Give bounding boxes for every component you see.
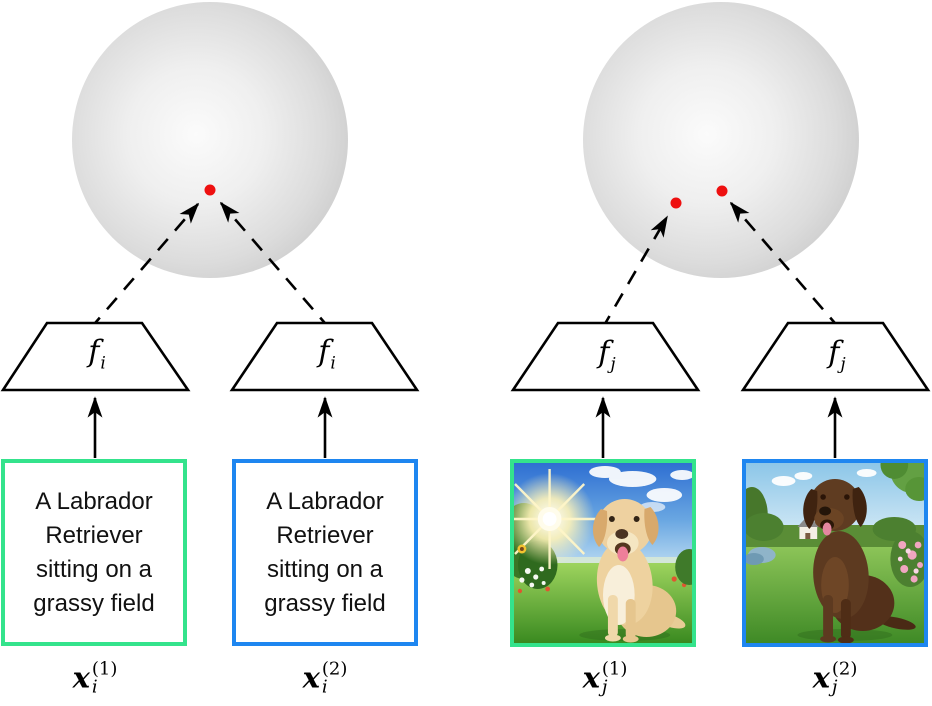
embedding-point-left [204,184,216,196]
yellow-labrador-figure [592,499,686,643]
x-label-base: x [302,661,320,695]
image-input-box-2 [742,459,928,647]
embedding-sphere-right [583,2,859,278]
dashed-arrow-right-1 [600,215,669,330]
encoder-label-base: f [598,335,610,371]
input-label-xi2: x (2) i [303,660,348,697]
prompt-text: A Labrador Retriever sitting on a grassy… [264,487,386,617]
encoder-label-base: f [318,334,330,370]
x-label-sub: i [91,677,98,698]
x-label-base: x [582,661,600,695]
x-label-sup: (2) [831,658,858,680]
encoder-label-sub: j [840,354,846,375]
encoder-label-sub: j [610,354,616,375]
x-label-scripts: (1) i [91,658,118,698]
chocolate-labrador-photo [746,463,924,643]
x-label-sup: (2) [321,658,348,680]
dashed-arrow-left-1 [89,202,200,330]
encoder-trapezoid-text-1 [0,321,191,392]
text-input-box-1: A Labrador Retriever sitting on a grassy… [1,459,187,646]
x-label-sub: j [831,677,838,698]
x-label-base: x [72,661,90,695]
prompt-text: A Labrador Retriever sitting on a grassy… [33,487,155,617]
encoder-label-sub: i [100,353,106,374]
embedding-point-right-1 [670,197,682,209]
dashed-arrow-left-2 [219,201,331,330]
x-label-sub: i [321,677,328,698]
embedding-sphere-left [72,2,348,278]
chocolate-labrador-figure [803,479,916,643]
embedding-point-right-2 [716,185,728,197]
encoder-trapezoid-text-2 [229,321,420,392]
x-label-sup: (1) [601,658,628,680]
encoder-trapezoids [0,321,931,392]
encoder-label-fi-1: fi [88,335,106,374]
text-input-box-2: A Labrador Retriever sitting on a grassy… [232,459,418,646]
encoder-label-sub: i [330,353,336,374]
input-arrows [87,396,843,458]
x-label-sub: j [601,677,608,698]
encoder-label-fj-2: fj [828,336,845,375]
encoder-trapezoid-image-2 [740,321,931,392]
encoder-label-base: f [88,334,100,370]
input-label-xj2: x (2) j [813,660,858,697]
yellow-labrador-photo [514,463,692,643]
image-input-box-1 [510,459,696,647]
x-label-sup: (1) [91,658,118,680]
x-label-scripts: (2) i [321,658,348,698]
encoder-trapezoid-image-1 [510,321,701,392]
x-label-scripts: (2) j [831,658,858,698]
projection-dashed-arrows [89,201,841,330]
dashed-arrow-right-2 [729,201,841,330]
input-label-xj1: x (1) j [583,660,628,697]
encoder-label-fj-1: fj [598,336,615,375]
x-label-base: x [812,661,830,695]
x-label-scripts: (1) j [601,658,628,698]
encoder-label-fi-2: fi [318,335,336,374]
input-label-xi1: x (1) i [73,660,118,697]
encoder-label-base: f [828,335,840,371]
